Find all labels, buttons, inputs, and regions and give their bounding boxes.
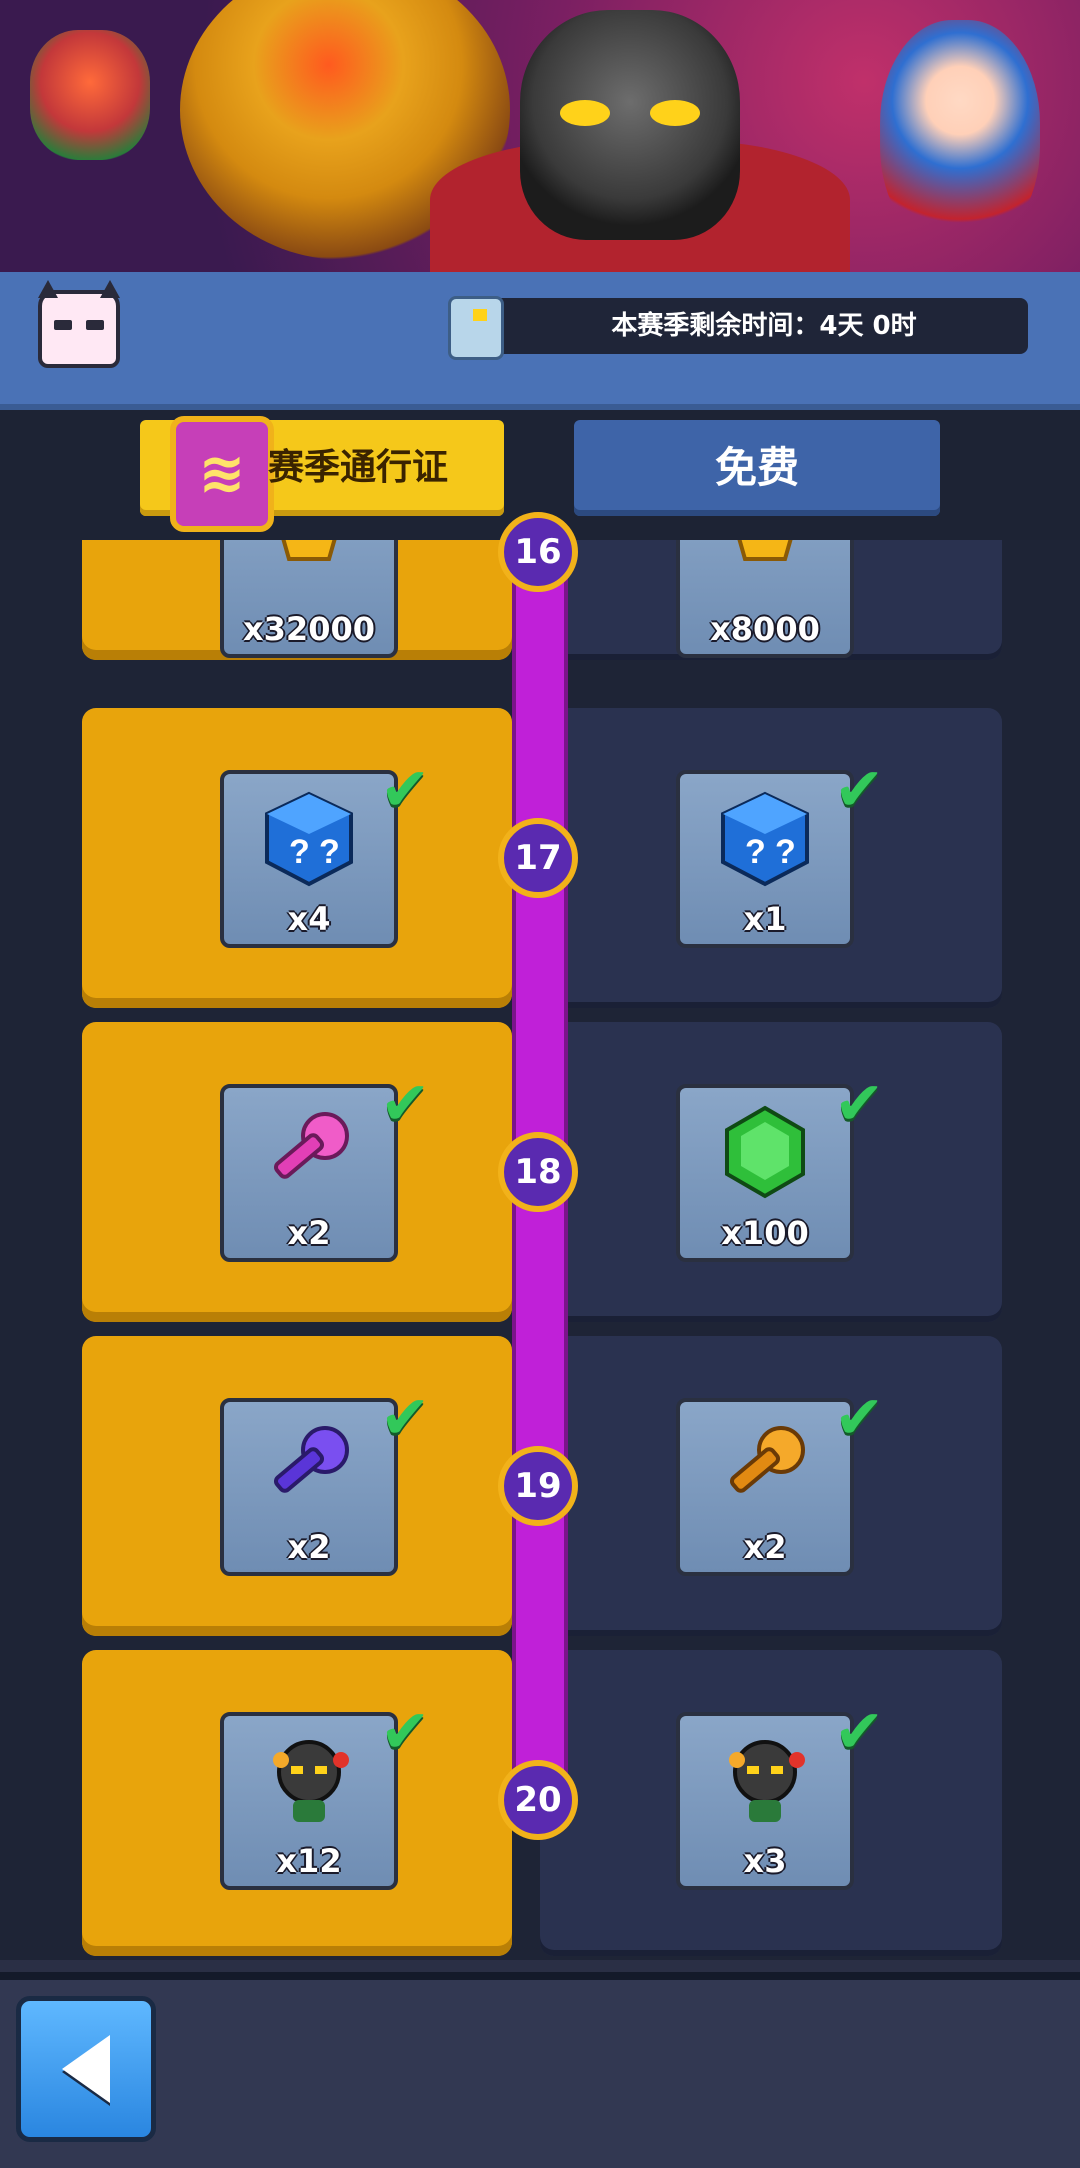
svg-text:?: ? <box>745 833 766 871</box>
tab-free-label: 免费 <box>714 443 799 492</box>
mystery-dice-icon: ?? <box>715 788 815 888</box>
season-banner <box>0 0 1080 272</box>
svg-text:?: ? <box>289 833 310 871</box>
reward-quantity: x8000 <box>710 610 820 648</box>
mascot-eye-right <box>86 320 104 330</box>
reward-quantity: x2 <box>287 1528 331 1566</box>
back-arrow-icon <box>62 2035 110 2103</box>
reward-slot[interactable]: x8000 <box>676 540 854 658</box>
season-timer-bar <box>448 298 1028 354</box>
reward-quantity: x100 <box>721 1214 809 1252</box>
skull-hero-token-icon <box>259 1730 359 1830</box>
purple-key-icon <box>259 1416 359 1516</box>
season-timer-icon <box>448 296 504 360</box>
gold-coin-icon <box>715 540 815 614</box>
reward-quantity: x1 <box>743 900 787 938</box>
skull-eye-left <box>560 100 610 126</box>
claimed-check-icon: ✔ <box>834 1697 885 1767</box>
svg-text:?: ? <box>775 833 796 871</box>
reward-slot[interactable]: x100 <box>676 1084 854 1262</box>
gold-coin-icon <box>259 540 359 614</box>
reward-quantity: x32000 <box>243 610 375 648</box>
skull-eye-right <box>650 100 700 126</box>
skull-hero-token-icon <box>715 1730 815 1830</box>
reward-quantity: x3 <box>743 1842 787 1880</box>
hero-skull-mask <box>520 10 740 240</box>
claimed-check-icon: ✔ <box>834 755 885 825</box>
hero-character-right <box>880 20 1040 250</box>
pink-key-icon <box>259 1102 359 1202</box>
claimed-check-icon: ✔ <box>380 1069 431 1139</box>
bottom-bar <box>0 1972 1080 2168</box>
claimed-check-icon: ✔ <box>380 1383 431 1453</box>
level-marker: 20 <box>498 1760 578 1840</box>
reward-slot[interactable]: x2 <box>220 1398 398 1576</box>
gold-key-icon <box>715 1416 815 1516</box>
claimed-check-icon: ✔ <box>834 1383 885 1453</box>
level-marker: 16 <box>498 512 578 592</box>
tab-season-pass-label: 赛季通行证 <box>268 447 449 488</box>
level-marker: 17 <box>498 818 578 898</box>
tab-free[interactable] <box>574 420 940 516</box>
reward-slot[interactable]: x2 <box>220 1084 398 1262</box>
level-marker: 18 <box>498 1132 578 1212</box>
claimed-check-icon: ✔ <box>380 755 431 825</box>
horn-right <box>100 280 120 298</box>
mascot-avatar-icon[interactable] <box>38 280 120 368</box>
reward-quantity: x2 <box>287 1214 331 1252</box>
reward-slot[interactable]: x12 <box>220 1712 398 1890</box>
season-pass-badge-icon: ≋ <box>170 416 274 532</box>
green-gem-icon <box>715 1102 815 1202</box>
reward-quantity: x4 <box>287 900 331 938</box>
reward-quantity: x12 <box>276 1842 342 1880</box>
reward-slot[interactable]: ?? x1 <box>676 770 854 948</box>
reward-slot[interactable]: x32000 <box>220 540 398 658</box>
svg-text:?: ? <box>319 833 340 871</box>
reward-quantity: x2 <box>743 1528 787 1566</box>
claimed-check-icon: ✔ <box>834 1069 885 1139</box>
mystery-dice-icon: ?? <box>259 788 359 888</box>
hero-character-left <box>30 30 150 160</box>
season-time-remaining: 本赛季剩余时间：4天 0时 <box>611 311 917 341</box>
reward-slot[interactable]: x3 <box>676 1712 854 1890</box>
reward-slot[interactable]: x2 <box>676 1398 854 1576</box>
horn-left <box>38 280 58 298</box>
back-button[interactable] <box>16 1996 156 2142</box>
level-marker: 19 <box>498 1446 578 1526</box>
reward-slot[interactable]: ?? x4 <box>220 770 398 948</box>
mascot-eye-left <box>54 320 72 330</box>
claimed-check-icon: ✔ <box>380 1697 431 1767</box>
